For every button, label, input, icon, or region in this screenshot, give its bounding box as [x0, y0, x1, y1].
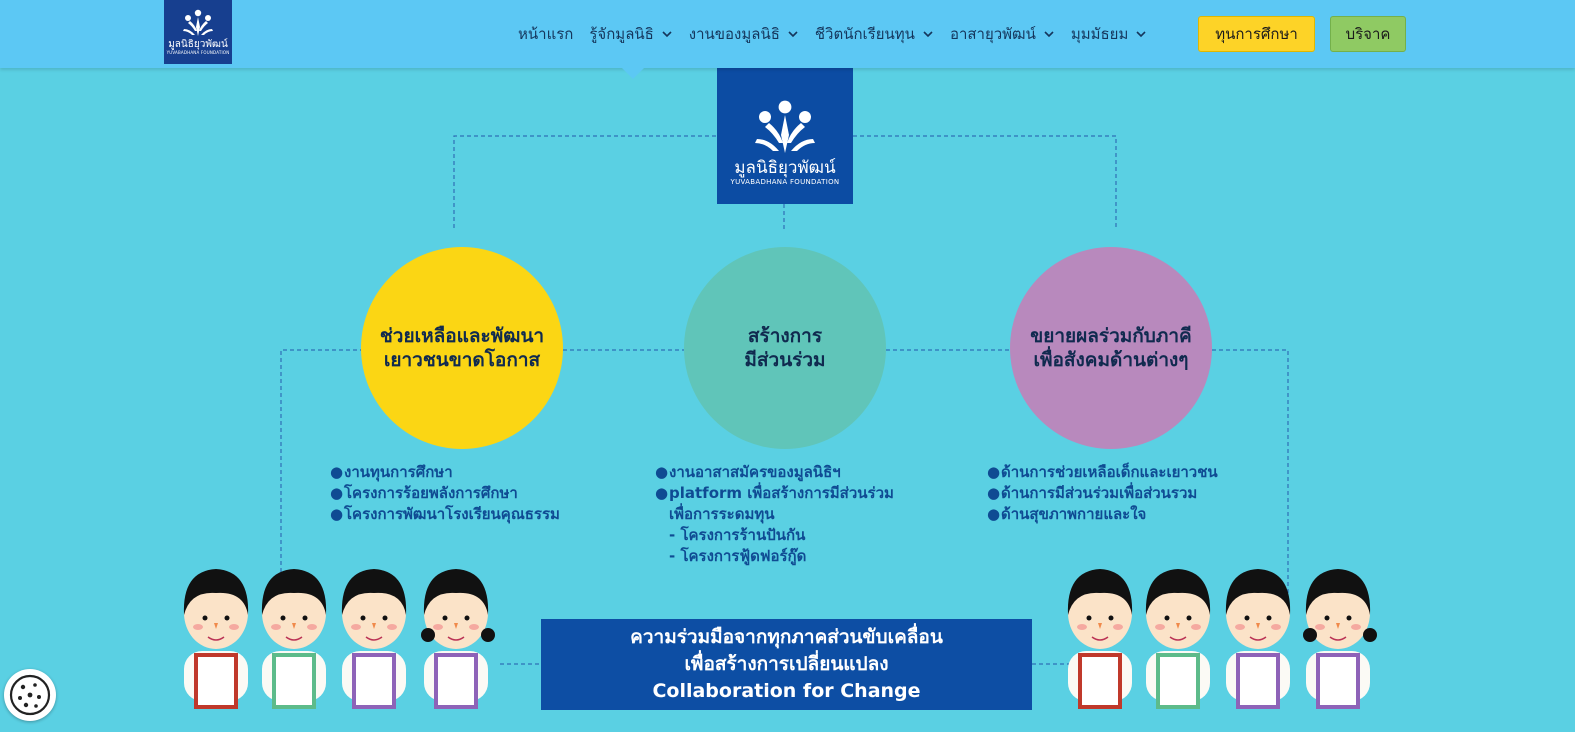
nav-works-label: งานของมูลนิธิ: [688, 25, 780, 43]
nav-volunteer-label: อาสายุวพัฒน์: [949, 25, 1036, 43]
header-logo[interactable]: มูลนิธิยุวพัฒน์ YUVABADHANA FOUNDATION: [164, 0, 232, 64]
pillar-circle-participation: สร้างการ มีส่วนร่วม: [684, 247, 886, 449]
pillar-title-line: เยาวชนขาดโอกาส: [383, 349, 541, 371]
chevron-down-icon: [1044, 31, 1054, 38]
pillar-list-partners: ●ด้านการช่วยเหลือเด็กและเยาวชน ●ด้านการม…: [987, 462, 1218, 525]
foundation-subname: YUVABADHANA FOUNDATION: [730, 178, 840, 186]
header-logo-text: มูลนิธิยุวพัฒน์: [168, 39, 228, 50]
header-logo-subtext: YUVABADHANA FOUNDATION: [166, 50, 230, 55]
list-item: ●งานทุนการศึกษา: [330, 463, 453, 481]
list-item: ●ด้านการช่วยเหลือเด็กและเยาวชน: [987, 463, 1218, 481]
list-item-continued: เพื่อการระดมทุน: [669, 505, 775, 523]
tree-people-logo-icon: [183, 9, 213, 36]
cookie-settings-button[interactable]: [4, 669, 56, 721]
main-menu: หน้าแรก รู้จักมูลนิธิ งานของมูลนิธิ ชีวิ…: [518, 0, 1163, 68]
tree-people-logo-icon: [755, 100, 815, 153]
pillar-list-participation: ●งานอาสาสมัครของมูลนิธิฯ ●platform เพื่อ…: [655, 462, 894, 567]
list-subitem: - โครงการร้านปันกัน: [669, 526, 806, 544]
nav-about[interactable]: รู้จักมูลนิธิ: [589, 22, 672, 46]
nav-student-life-label: ชีวิตนักเรียนทุน: [814, 25, 915, 43]
pillar-circle-partners: ขยายผลร่วมกับภาคี เพื่อสังคมด้านต่างๆ: [1010, 247, 1212, 449]
list-item: ●งานอาสาสมัครของมูลนิธิฯ: [655, 463, 841, 481]
banner-line-2: เพื่อสร้างการเปลี่ยนแปลง: [684, 653, 889, 675]
students-illustration-left: [183, 568, 495, 709]
students-illustration-right: [1067, 568, 1377, 709]
top-navigation-bar: มูลนิธิยุวพัฒน์ YUVABADHANA FOUNDATION ห…: [0, 0, 1575, 68]
nav-secondary[interactable]: มุมมัธยม: [1071, 22, 1148, 46]
nav-home[interactable]: หน้าแรก: [518, 22, 573, 46]
chevron-down-icon: [1136, 31, 1146, 38]
foundation-logo: มูลนิธิยุวพัฒน์ YUVABADHANA FOUNDATION: [717, 68, 853, 204]
scholarship-button[interactable]: ทุนการศึกษา: [1198, 16, 1315, 52]
pillar-title-line: ช่วยเหลือและพัฒนา: [379, 325, 545, 347]
nav-student-life[interactable]: ชีวิตนักเรียนทุน: [815, 22, 934, 46]
banner-line-3: Collaboration for Change: [652, 680, 921, 702]
banner-line-1: ความร่วมมือจากทุกภาคส่วนขับเคลื่อน: [630, 626, 943, 648]
donate-button[interactable]: บริจาค: [1330, 16, 1406, 52]
nav-volunteer[interactable]: อาสายุวพัฒน์: [950, 22, 1055, 46]
list-item: ●โครงการร้อยพลังการศึกษา: [330, 484, 518, 502]
chevron-down-icon: [788, 31, 798, 38]
list-item: ●ด้านการมีส่วนร่วมเพื่อส่วนรวม: [987, 484, 1198, 502]
pillar-circle-youth: ช่วยเหลือและพัฒนา เยาวชนขาดโอกาส: [361, 247, 563, 449]
nav-secondary-label: มุมมัธยม: [1070, 25, 1129, 43]
collaboration-banner: ความร่วมมือจากทุกภาคส่วนขับเคลื่อน เพื่อ…: [541, 619, 1032, 710]
nav-home-label: หน้าแรก: [518, 25, 574, 43]
foundation-name: มูลนิธิยุวพัฒน์: [734, 158, 836, 178]
list-item: ●ด้านสุขภาพกายและใจ: [987, 505, 1147, 523]
chevron-down-icon: [662, 31, 672, 38]
chevron-down-icon: [923, 31, 933, 38]
list-item: ●โครงการพัฒนาโรงเรียนคุณธรรม: [330, 505, 560, 523]
cookie-icon: [9, 674, 51, 716]
pillar-list-youth: ●งานทุนการศึกษา ●โครงการร้อยพลังการศึกษา…: [330, 462, 560, 525]
nav-works[interactable]: งานของมูลนิธิ: [689, 22, 799, 46]
menu-pointer: [620, 66, 646, 79]
pillar-title-line: ขยายผลร่วมกับภาคี: [1030, 325, 1192, 347]
list-subitem: - โครงการฟู้ดฟอร์กู๊ด: [669, 547, 807, 565]
nav-about-label: รู้จักมูลนิธิ: [589, 25, 654, 43]
pillar-title-line: สร้างการ: [747, 325, 823, 347]
list-item: ●platform เพื่อสร้างการมีส่วนร่วม: [655, 484, 894, 502]
pillar-title-line: เพื่อสังคมด้านต่างๆ: [1033, 349, 1189, 371]
pillar-title-line: มีส่วนร่วม: [744, 349, 826, 371]
